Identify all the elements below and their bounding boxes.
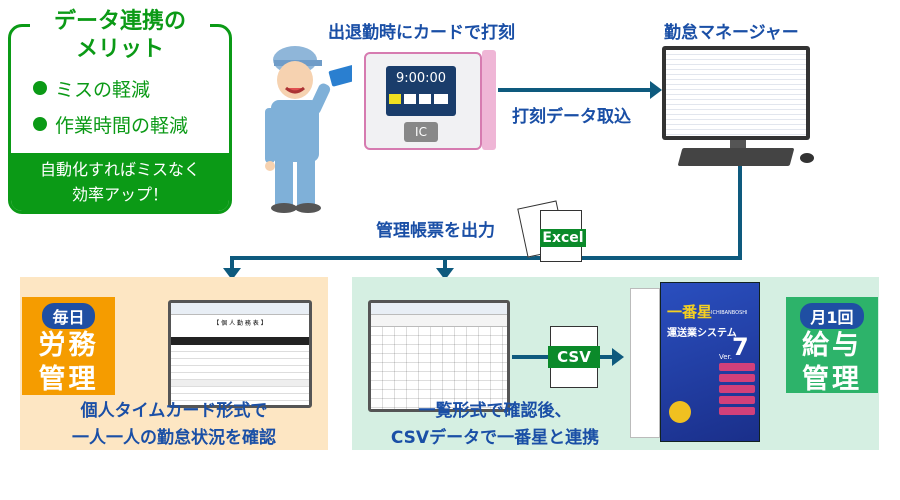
merit-footer-line2: 効率アップ！: [71, 185, 168, 204]
merit-title-line1: データ連携の: [53, 9, 186, 34]
merit-item: 作業時間の軽減: [33, 111, 188, 138]
excel-tag: Excel: [540, 229, 586, 247]
keyboard: [677, 148, 795, 166]
product-box-side: [630, 288, 660, 438]
card-stamp-label: 出退勤時にカードで打刻: [328, 23, 515, 43]
payroll-title-line2: 管理: [802, 364, 862, 395]
product-sub: ICHIBANBOSHI: [711, 310, 748, 316]
monthly-badge: 月1回: [800, 303, 864, 329]
right-caption-line2: CSVデータで一番星と連携: [390, 428, 600, 448]
monitor: [662, 46, 810, 140]
attendance-manager-label: 勤怠マネージャー: [664, 23, 799, 43]
merit-item-text: 作業時間の軽減: [55, 115, 189, 137]
device-time: 9:00:00: [395, 71, 447, 86]
import-label: 打刻データ取込: [512, 107, 631, 127]
arrow-right-icon: [650, 81, 662, 99]
right-caption: 一覧形式で確認後、 CSVデータで一番星と連携: [360, 398, 630, 452]
arrow-right-icon: [612, 348, 624, 366]
merit-item: ミスの軽減: [33, 75, 150, 102]
merit-title: データ連携の メリット: [30, 8, 210, 64]
mouse: [800, 153, 814, 163]
timecard-sheet-thumbnail: 【 個 人 勤 務 表 】: [168, 300, 312, 408]
product-title: 運送業システム: [667, 328, 737, 339]
labor-title-line1: 労務: [38, 330, 99, 361]
output-line-left: [230, 256, 234, 270]
labor-title-line2: 管理: [38, 364, 99, 395]
time-clock-device: 9:00:00 IC: [364, 52, 482, 150]
product-name: 一番星: [667, 303, 713, 321]
left-caption-line1: 個人タイムカード形式で: [80, 401, 268, 421]
monitor-screen: [666, 50, 806, 136]
worker-illustration: [265, 46, 352, 213]
output-line-vertical: [738, 166, 742, 260]
labor-management-tag: 毎日 労務 管理: [22, 297, 115, 395]
bullet-icon: [33, 81, 47, 95]
csv-tag: CSV: [548, 346, 600, 368]
no1-medal-icon: [669, 401, 691, 423]
right-caption-line1: 一覧形式で確認後、: [418, 401, 572, 421]
merit-footer-line1: 自動化すればミスなく: [39, 160, 200, 179]
product-version: 7: [732, 333, 749, 361]
sheet-title: 【 個 人 勤 務 表 】: [213, 320, 267, 327]
output-report-label: 管理帳票を出力: [376, 221, 495, 241]
merit-footer: 自動化すればミスなく 効率アップ！: [11, 153, 229, 211]
left-caption-line2: 一人一人の勤怠状況を確認: [72, 428, 276, 448]
merit-item-text: ミスの軽減: [55, 79, 151, 101]
payroll-title-line1: 給与: [802, 330, 862, 361]
ic-reader: IC: [404, 122, 438, 142]
device-side: [482, 50, 496, 150]
output-line-horizontal: [230, 256, 742, 260]
device-screen: 9:00:00: [386, 66, 456, 116]
monitor-stand: [730, 140, 746, 148]
merit-title-line2: メリット: [75, 37, 164, 62]
payroll-tag: 月1回 給与 管理: [786, 297, 878, 395]
left-caption: 個人タイムカード形式で 一人一人の勤怠状況を確認: [20, 398, 328, 452]
bullet-icon: [33, 117, 47, 131]
product-ver-label: Ver.: [719, 353, 733, 361]
product-box: 一番星 ICHIBANBOSHI 運送業システム Ver. 7: [660, 282, 760, 442]
daily-badge: 毎日: [42, 303, 95, 329]
list-sheet-thumbnail: [368, 300, 510, 412]
output-line-right: [443, 256, 447, 270]
import-arrow-line: [498, 88, 650, 92]
